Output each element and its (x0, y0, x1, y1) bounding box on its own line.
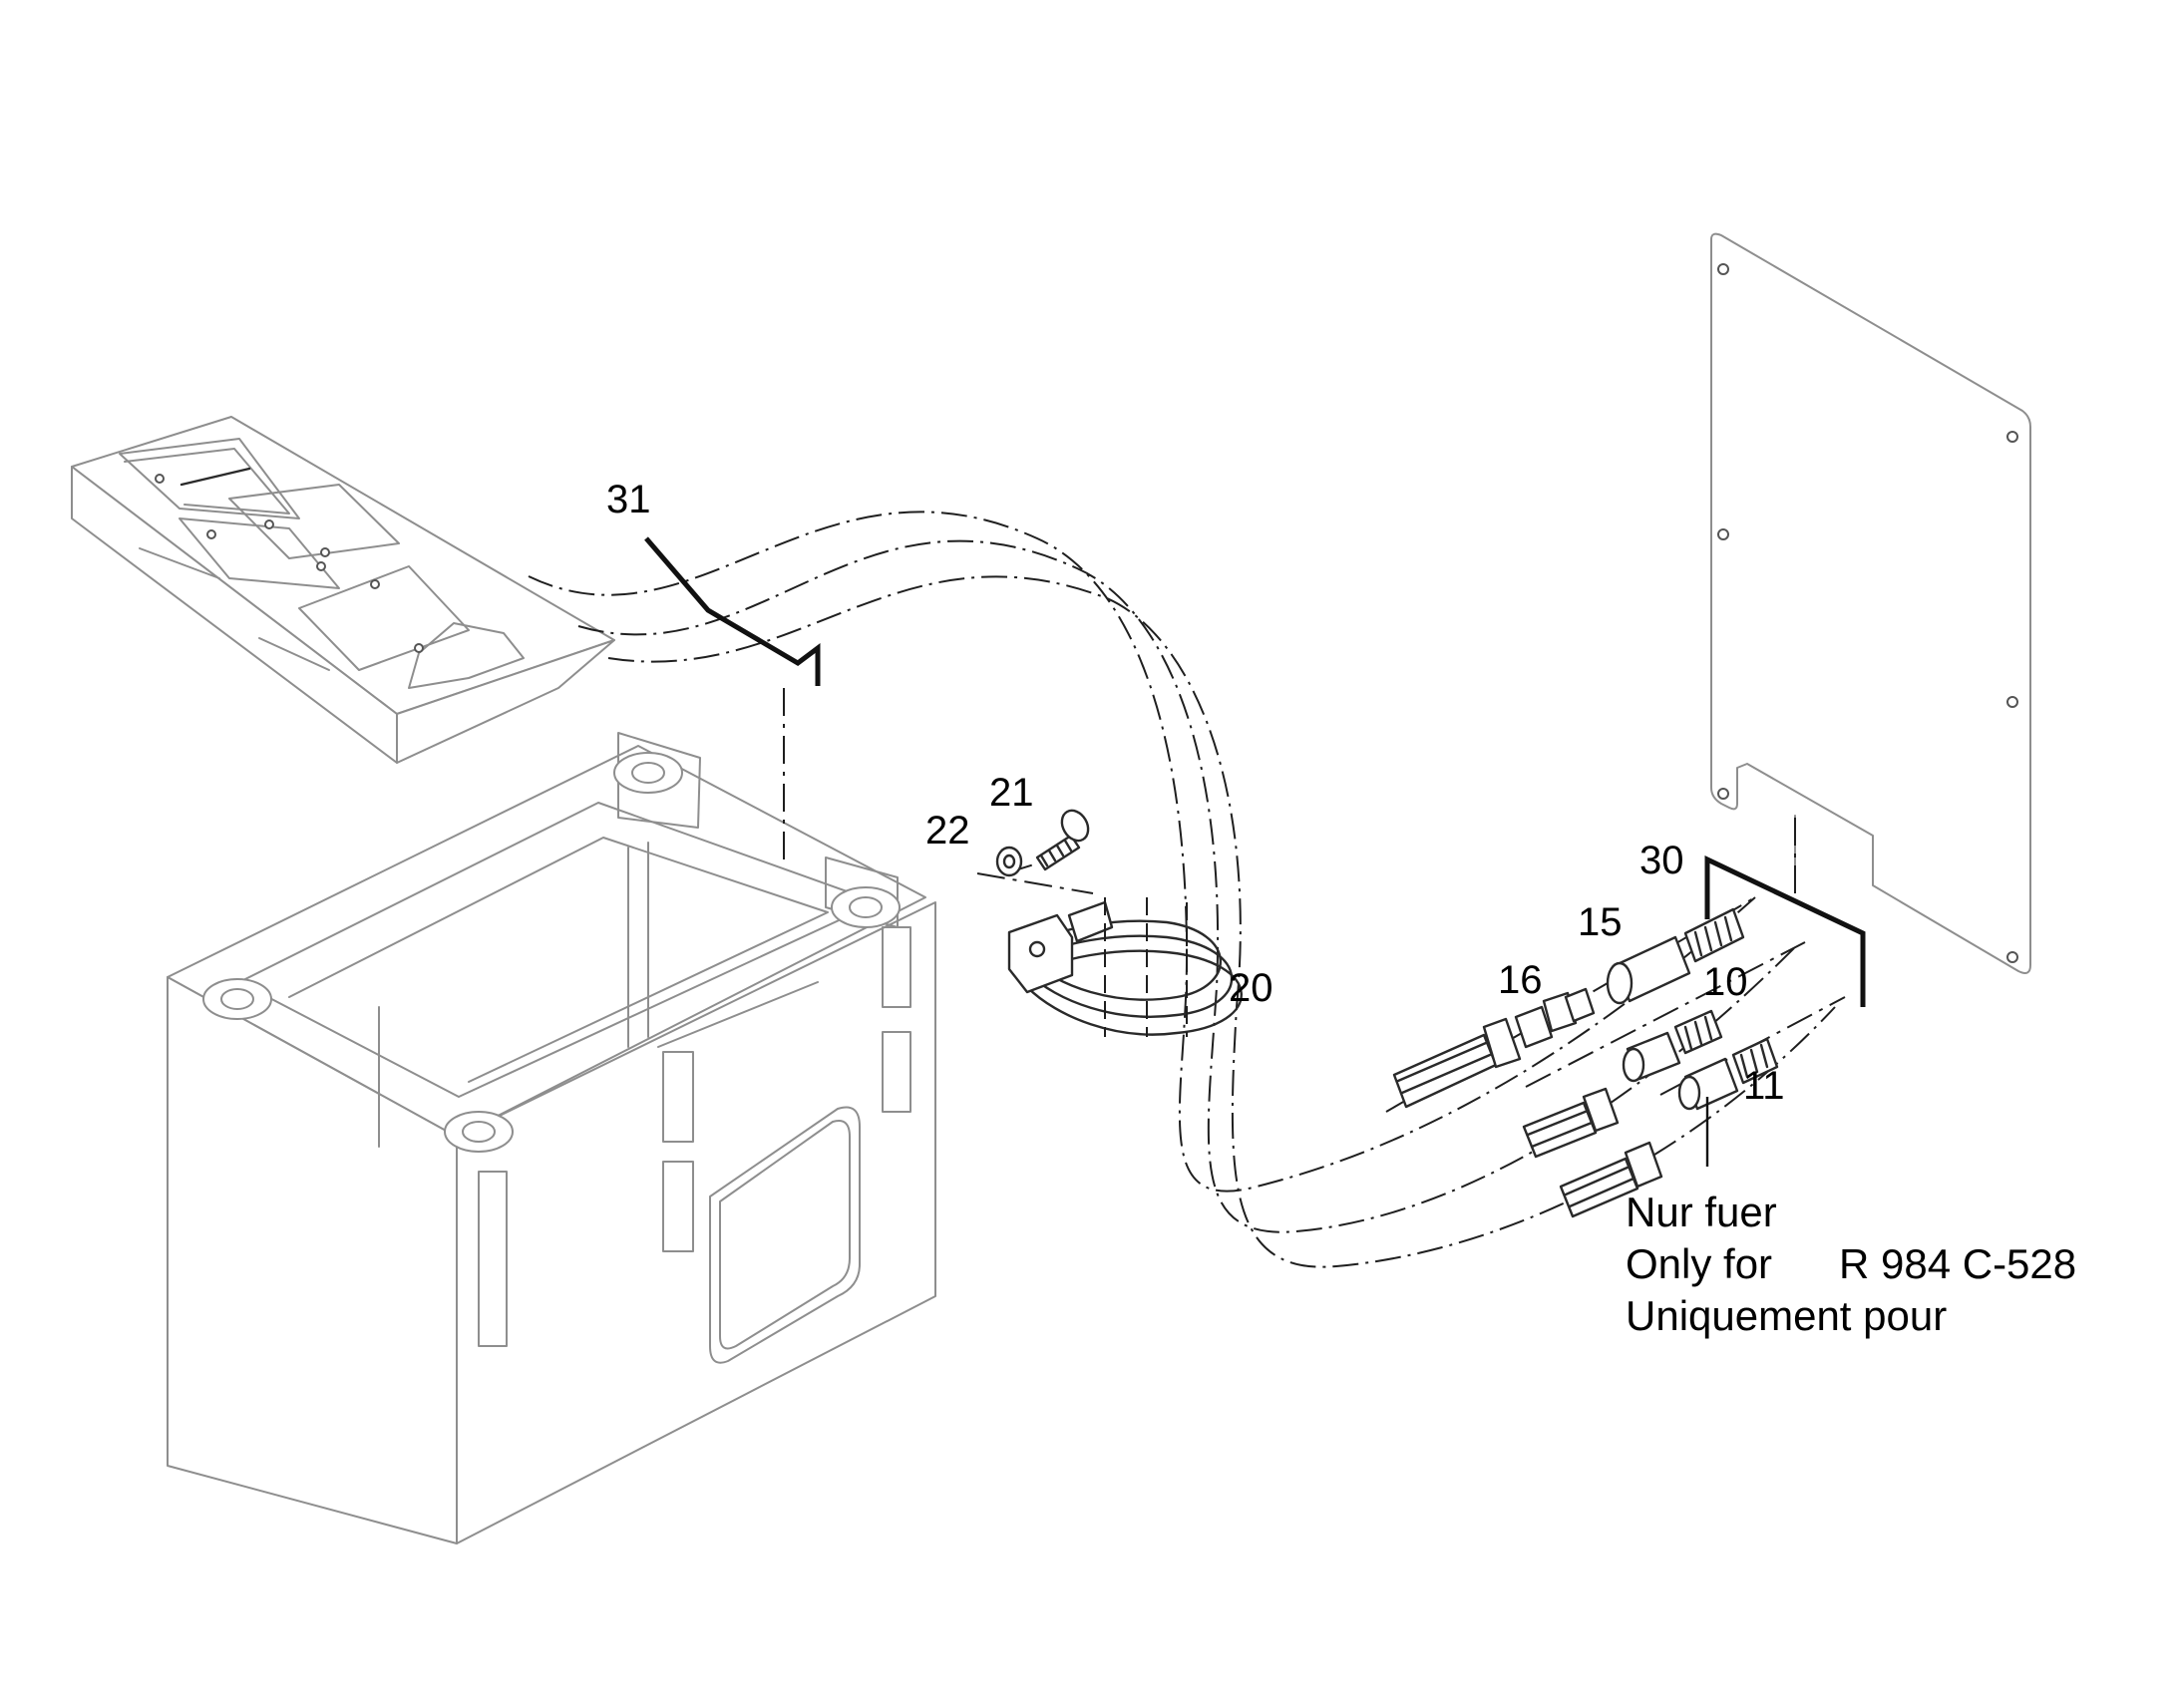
frame-housing (167, 732, 936, 1544)
hose-clamp (976, 872, 1243, 1037)
upper-platform (71, 416, 615, 764)
callout-21: 21 (989, 771, 1034, 815)
note-line-de: Nur fuer (1626, 1189, 1777, 1235)
callout-20: 20 (1229, 966, 1273, 1010)
callout-22: 22 (925, 809, 970, 853)
hose-end-middle (1522, 1009, 1723, 1159)
fitting-11 (1677, 1037, 1779, 1111)
fitting-16 (1392, 987, 1596, 1109)
callout-11: 11 (1743, 1064, 1785, 1108)
leader-30 (1704, 855, 1866, 1007)
callout-10: 10 (1703, 960, 1748, 1004)
hose-end-lower (1559, 1141, 1663, 1218)
washer (995, 846, 1023, 877)
note-line-en: Only for (1626, 1240, 1772, 1287)
note-line-fr: Uniquement pour (1626, 1292, 1947, 1339)
mounting-plate (1710, 232, 2031, 974)
fitting-15 (1606, 907, 1745, 1005)
callout-16: 16 (1498, 958, 1543, 1002)
leader-31 (644, 536, 821, 686)
callout-15: 15 (1578, 900, 1623, 944)
callout-31: 31 (606, 478, 651, 521)
note-model: R 984 C-528 (1839, 1240, 2076, 1287)
callout-30: 30 (1639, 839, 1684, 882)
